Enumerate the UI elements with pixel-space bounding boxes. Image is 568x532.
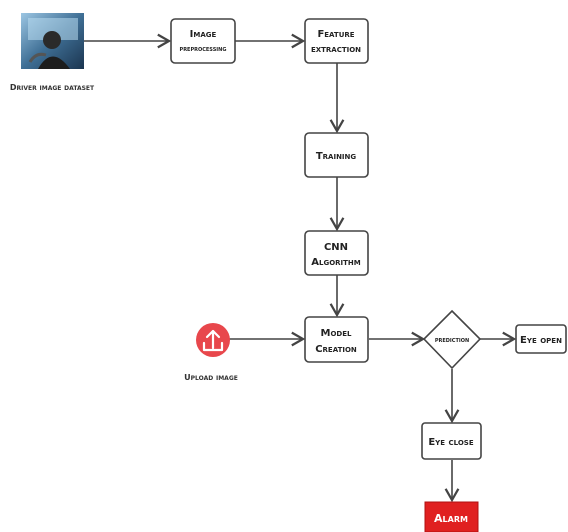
image-preprocessing-node: Image preprocessing xyxy=(170,18,236,64)
prediction-label: prediction xyxy=(435,336,469,344)
alarm-box xyxy=(424,501,479,532)
driver-image-dataset-node: Driver image dataset xyxy=(10,13,95,92)
alarm-label: Alarm xyxy=(434,512,468,525)
cnn-algorithm-node: CNN Algorithm xyxy=(304,230,369,276)
alarm-node: Alarm xyxy=(424,501,479,532)
eye-open-label: Eye open xyxy=(520,335,562,346)
preprocess-label-line1: Image xyxy=(190,29,217,40)
dataset-caption: Driver image dataset xyxy=(10,83,95,92)
prediction-decision-node: prediction xyxy=(422,309,482,370)
eye-close-node: Eye close xyxy=(421,422,482,460)
feature-label-line1: Feature xyxy=(317,29,354,40)
training-node: Training xyxy=(304,132,369,178)
training-label: Training xyxy=(316,151,357,162)
model-label-line2: Creation xyxy=(315,344,357,355)
model-label-line1: Model xyxy=(321,328,352,339)
eye-open-node: Eye open xyxy=(515,324,567,354)
upload-image-node: Upload image xyxy=(184,323,238,382)
eye-close-label: Eye close xyxy=(428,437,474,448)
preprocess-label-line2: preprocessing xyxy=(180,45,227,53)
model-creation-node: Model Creation xyxy=(304,316,369,363)
cnn-label-line2: Algorithm xyxy=(311,257,361,268)
feature-label-line2: extraction xyxy=(311,44,361,55)
cnn-label-line1: CNN xyxy=(324,242,348,253)
upload-caption: Upload image xyxy=(184,373,238,382)
feature-extraction-node: Feature extraction xyxy=(304,18,369,64)
